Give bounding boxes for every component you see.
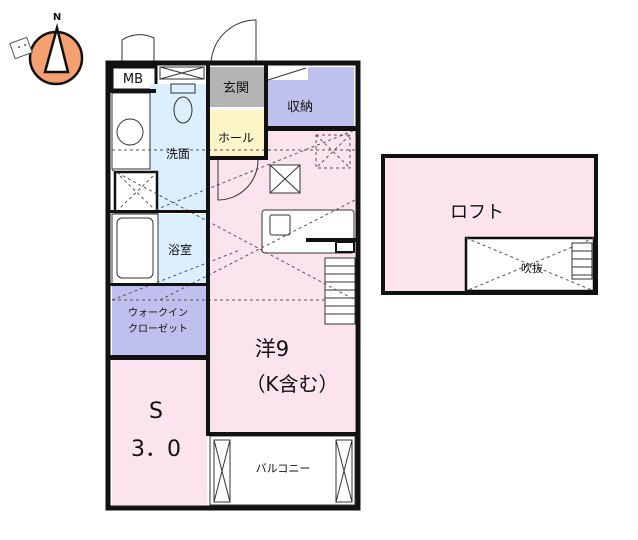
label-walkin-2: クローゼット xyxy=(128,323,188,335)
stairs xyxy=(324,257,356,325)
label-balcony: バルコニー xyxy=(256,462,311,475)
label-walkin-1: ウォークイン xyxy=(128,307,188,319)
kitchen-counter xyxy=(261,209,355,254)
compass: N xyxy=(28,12,84,86)
door-swing-mb xyxy=(121,34,155,64)
compass-north-label: N xyxy=(53,12,61,23)
stove-icon xyxy=(269,214,291,236)
label-loft: ロフト xyxy=(450,202,504,223)
room-walkin-closet xyxy=(112,285,207,357)
bathtub-icon xyxy=(116,217,154,279)
mascot-icon xyxy=(9,36,33,60)
door-swing-hall xyxy=(217,159,259,201)
room-service xyxy=(112,360,207,505)
label-service-2: 3．0 xyxy=(131,437,181,462)
sink-icon xyxy=(116,118,144,146)
room-senmen xyxy=(150,84,206,212)
room-genkan xyxy=(210,67,264,107)
balcony xyxy=(209,435,356,506)
loft-ladder xyxy=(571,242,593,280)
label-genkan: 玄関 xyxy=(223,81,249,96)
label-western-1: 洋9 xyxy=(255,337,289,361)
label-service-1: S xyxy=(149,399,163,424)
label-senmen: 洗面 xyxy=(166,147,190,161)
toilet-icon xyxy=(173,96,193,124)
label-yokushitsu: 浴室 xyxy=(168,242,192,257)
compass-arrow-icon xyxy=(43,23,70,74)
label-hall: ホール xyxy=(218,131,254,145)
label-fukinuke: 吹抜 xyxy=(521,261,543,275)
label-shuno: 収納 xyxy=(287,100,313,115)
label-mb: MB xyxy=(123,72,143,87)
label-western-2: （K含む） xyxy=(245,372,338,396)
door-swing-entrance xyxy=(210,19,257,65)
washer-space xyxy=(113,170,159,214)
